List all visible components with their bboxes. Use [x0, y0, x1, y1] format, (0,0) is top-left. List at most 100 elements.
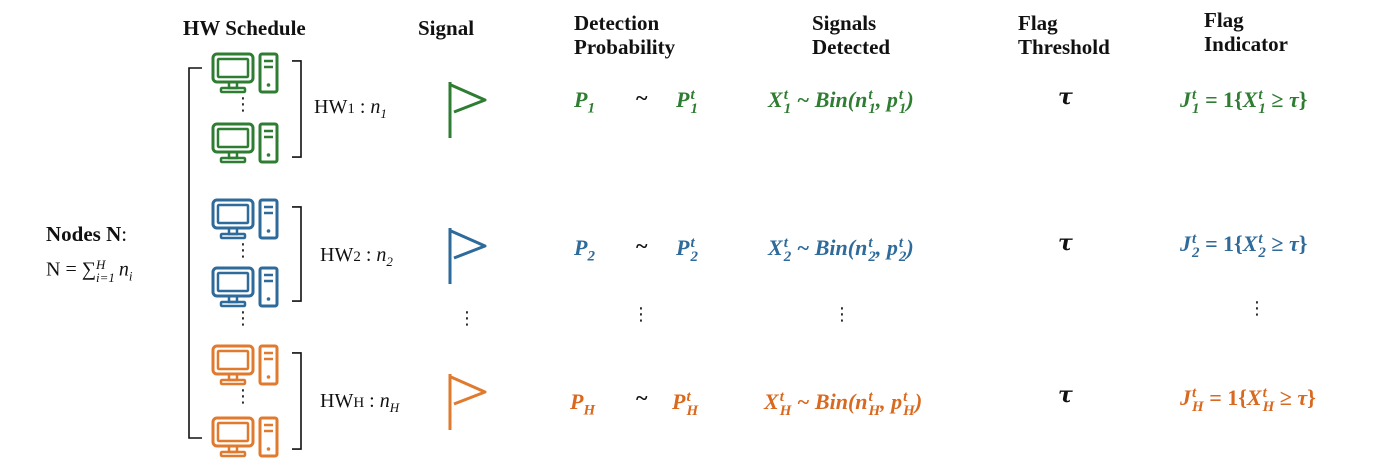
jx-sub: 2: [1258, 244, 1266, 261]
hw-index: H: [353, 395, 365, 411]
tilde-2: ~: [636, 233, 648, 258]
n-sup: t: [868, 86, 873, 103]
flag-icon: [445, 226, 491, 286]
n-sub: 2: [868, 248, 876, 265]
header-signals-line2: Detected: [812, 35, 891, 59]
j-sub: 1: [1192, 100, 1200, 117]
nodes-formula-n: n: [118, 258, 129, 281]
p-sup: t: [903, 388, 908, 405]
pt-sup: t: [690, 86, 695, 103]
geq: ≥: [1271, 231, 1284, 256]
p-sub: 1: [587, 100, 595, 117]
nodes-formula-sub: i=1: [96, 270, 115, 285]
x-sub: 2: [783, 248, 792, 265]
flag-icon: [445, 80, 491, 140]
detection-prob-1: P1: [574, 87, 595, 117]
indicator-ellipsis: ⋮: [1248, 298, 1266, 319]
jx-sup: t: [1258, 230, 1263, 247]
hw-prefix: HW: [320, 390, 354, 412]
bin-label: Bin: [814, 235, 848, 260]
pt-sup: t: [690, 234, 695, 251]
x-sub: H: [779, 402, 792, 419]
j-sup: t: [1192, 230, 1197, 247]
right-bracket: [290, 60, 304, 158]
header-hw-schedule: HW Schedule: [183, 16, 306, 40]
p-sub: H: [583, 402, 596, 419]
header-threshold-line2: Threshold: [1018, 35, 1110, 59]
nodes-label-text: Nodes N: [46, 222, 122, 246]
header-indicator-line1: Flag: [1204, 8, 1244, 32]
bin-label: Bin: [814, 87, 848, 112]
j-sup: t: [1192, 86, 1197, 103]
pt-sub: H: [686, 402, 699, 419]
header-flag-indicator: Flag Indicator: [1204, 8, 1288, 56]
j-sub: 2: [1192, 244, 1200, 261]
nodes-formula-lhs: N =: [46, 258, 82, 281]
desktop-computer-icon: [211, 52, 281, 94]
hw-index: 1: [347, 101, 355, 117]
detection-prob-h: PH: [570, 389, 596, 419]
desktop-computer-icon: [211, 344, 281, 386]
hw-n-sub: H: [389, 400, 400, 415]
computer-ellipsis: ⋮: [234, 240, 252, 261]
p-sub2: H: [903, 402, 915, 419]
pt-sub: 1: [690, 100, 698, 117]
group-ellipsis: ⋮: [234, 308, 252, 329]
one: 1: [1223, 87, 1235, 112]
x-sup: t: [779, 388, 784, 405]
hw-prefix: HW: [314, 96, 348, 118]
one: 1: [1223, 231, 1235, 256]
pt-sup: t: [686, 388, 691, 405]
tilde-h: ~: [636, 385, 648, 410]
desktop-computer-icon: [211, 122, 281, 164]
nodes-label-colon: :: [121, 222, 128, 246]
one: 1: [1227, 385, 1239, 410]
tau-h: τ: [1058, 382, 1073, 408]
geq: ≥: [1271, 87, 1284, 112]
hw-prefix: HW: [320, 244, 354, 266]
nodes-label: Nodes N:: [46, 222, 127, 247]
n-sup: t: [868, 234, 873, 251]
header-flag-threshold: Flag Threshold: [1018, 11, 1110, 59]
p-sub2: 1: [898, 100, 907, 117]
desktop-computer-icon: [211, 266, 281, 308]
desktop-computer-icon: [211, 416, 281, 458]
header-signals-detected: Signals Detected: [812, 11, 890, 59]
tau-inner: τ: [1288, 231, 1299, 256]
j-sub: H: [1192, 398, 1204, 415]
x-sup: t: [783, 234, 788, 251]
p-sub2: 2: [898, 248, 907, 265]
signal-ellipsis: ⋮: [458, 308, 476, 329]
header-detection-line2: Probability: [574, 35, 676, 59]
jx-sub: H: [1262, 398, 1275, 415]
hw-label-h: HWH : nH: [320, 390, 400, 415]
geq: ≥: [1279, 385, 1292, 410]
tau-inner: τ: [1297, 385, 1308, 410]
hw-n-sub: 2: [386, 254, 393, 269]
right-bracket: [290, 352, 304, 450]
detection-ellipsis: ⋮: [632, 304, 650, 325]
nodes-formula-sum: ∑: [81, 258, 96, 281]
jx-sup: t: [1262, 384, 1267, 401]
header-signals-line1: Signals: [812, 11, 877, 35]
hw-n-sub: 1: [380, 106, 387, 121]
n-sub: 1: [868, 100, 876, 117]
desktop-computer-icon: [211, 198, 281, 240]
n-sub: H: [868, 402, 881, 419]
jx-sub: 1: [1258, 100, 1266, 117]
tau-2: τ: [1058, 230, 1073, 256]
nodes-formula-sup: H: [96, 257, 106, 272]
p-sup: t: [898, 234, 903, 251]
tilde-1: ~: [636, 85, 648, 110]
n-sup: t: [868, 388, 873, 405]
